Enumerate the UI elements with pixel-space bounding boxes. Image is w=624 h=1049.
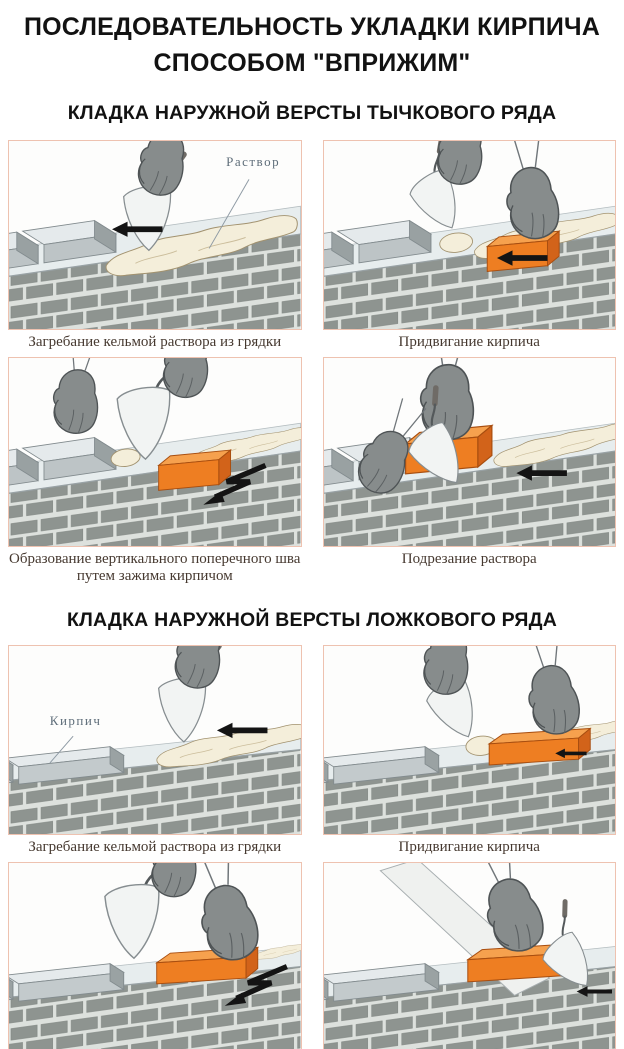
step-caption: Придвигание кирпича xyxy=(398,334,540,350)
panel-frame xyxy=(322,644,616,835)
step-caption: Подрезание раствора xyxy=(401,551,537,567)
orange-brick xyxy=(488,727,591,765)
panel-frame xyxy=(322,357,616,547)
orange-brick xyxy=(486,230,560,272)
panel-frame xyxy=(8,861,302,1049)
step-caption: Образование вертикального поперечного шв… xyxy=(9,551,301,585)
mortar-lump xyxy=(438,232,473,253)
annotation-leader-line xyxy=(49,735,74,763)
step-panel-trim-mortar-2 xyxy=(322,861,616,1049)
illustration-push-brick-2 xyxy=(324,645,615,834)
illustration-trim-mortar-2 xyxy=(324,862,616,1049)
step-panel-trim-mortar: Подрезание раствора xyxy=(322,357,616,586)
illustration-trim-mortar xyxy=(324,358,615,546)
annotation-rastvor: Раствор xyxy=(226,154,281,170)
page-title: ПОСЛЕДОВАТЕЛЬНОСТЬ УКЛАДКИ КИРПИЧА СПОСО… xyxy=(23,13,601,77)
mortar-lump xyxy=(110,448,141,467)
annotation-leader-line xyxy=(208,179,250,249)
illustration-vertical-joint xyxy=(9,358,301,546)
panel-grid-stretcher-row: Кирпич Загребание кельмой раствора из гр… xyxy=(0,644,624,1049)
illustration-push-brick xyxy=(324,141,615,329)
panel-frame: Кирпич xyxy=(8,644,302,835)
step-caption: Придвигание кирпича xyxy=(398,838,540,855)
annotation-kirpich: Кирпич xyxy=(49,713,102,729)
panel-grid-header-row: Раствор Загребание кельмой раствора из г… xyxy=(0,140,624,586)
step-panel-push-brick-2: Придвигание кирпича xyxy=(322,644,616,862)
step-panel-scoop-mortar: Раствор Загребание кельмой раствора из г… xyxy=(8,140,302,357)
illustration-vertical-joint-2 xyxy=(9,862,301,1049)
section-heading-stretcher-row: КЛАДКА НАРУЖНОЙ ВЕРСТЫ ЛОЖКОВОГО РЯДА xyxy=(66,608,557,631)
section-heading-header-row: КЛАДКА НАРУЖНОЙ ВЕРСТЫ ТЫЧКОВОГО РЯДА xyxy=(67,102,557,124)
panel-frame: Раствор xyxy=(8,140,302,330)
step-caption: Загребание кельмой раствора из грядки xyxy=(28,838,282,855)
illustration-scoop-mortar-2 xyxy=(9,645,301,834)
panel-frame xyxy=(8,357,302,547)
panel-frame xyxy=(322,140,616,330)
illustration-scoop-mortar xyxy=(9,141,301,329)
panel-frame xyxy=(322,861,616,1049)
step-caption: Загребание кельмой раствора из грядки xyxy=(28,334,282,350)
step-panel-vertical-joint-2 xyxy=(8,861,302,1049)
step-panel-push-brick: Придвигание кирпича xyxy=(322,140,616,357)
step-panel-vertical-joint: Образование вертикального поперечного шв… xyxy=(8,357,302,586)
orange-brick xyxy=(158,449,232,491)
step-panel-scoop-mortar-2: Кирпич Загребание кельмой раствора из гр… xyxy=(8,644,302,862)
